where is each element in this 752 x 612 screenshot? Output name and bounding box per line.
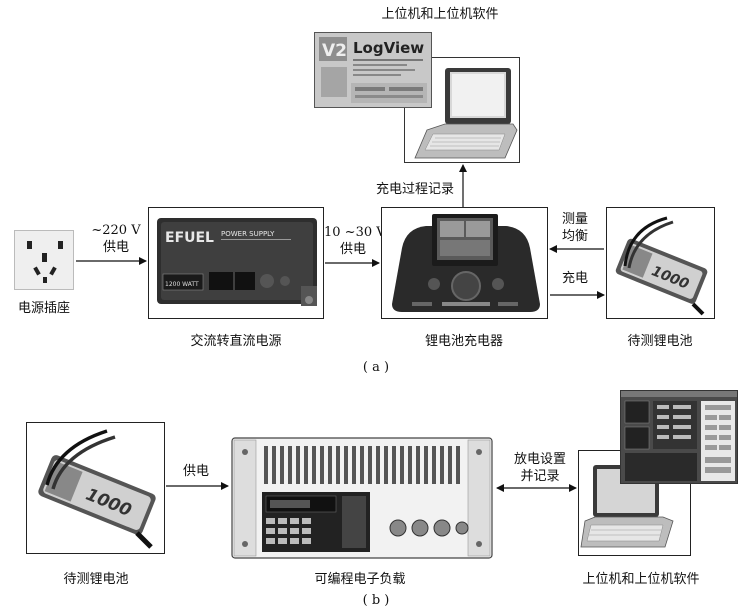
caption-a: ( a ) <box>362 360 390 375</box>
battery-box-b: 1000 <box>26 422 165 554</box>
electronic-load-icon <box>231 437 493 559</box>
battery-image-b: 1000 <box>38 429 156 549</box>
logview-title-text: LogView <box>353 39 424 57</box>
psu-image: EFUEL POWER SUPPLY 1200 WATT <box>157 218 317 306</box>
psu-label: 交流转直流电源 <box>190 334 282 349</box>
pc-software-caption-top: 上位机和上位机软件 <box>381 7 499 22</box>
power-socket-icon <box>27 241 63 283</box>
psu-watt-text: 1200 WATT <box>165 281 199 288</box>
socket-image <box>14 230 74 290</box>
battery-label-a: 待测锂电池 <box>627 334 693 349</box>
psu-box: EFUEL POWER SUPPLY 1200 WATT <box>148 207 324 319</box>
electronic-load-image <box>230 436 494 560</box>
caption-b: ( b ) <box>362 593 390 608</box>
charge-label: 充电 <box>561 271 588 286</box>
pc-label-b: 上位机和上位机软件 <box>582 572 700 587</box>
battery-image-a: 1000 <box>615 216 708 316</box>
load-label: 可编程电子负载 <box>314 572 406 587</box>
battery-label-b: 待测锂电池 <box>63 572 129 587</box>
charge-record-label: 充电过程记录 <box>375 182 454 197</box>
psu-subtitle-text: POWER SUPPLY <box>221 230 275 238</box>
supply-label-b: 供电 <box>182 464 209 479</box>
charger-box <box>381 207 548 319</box>
dc-voltage-label: 10 ~30 V <box>324 225 386 240</box>
monitor-software-screenshot <box>620 390 738 484</box>
pc-box-a <box>404 57 520 163</box>
measure-label: 测量 <box>561 212 588 227</box>
balance-label: 均衡 <box>561 229 588 244</box>
monitor-software-image <box>621 391 737 481</box>
psu-brand-text: EFUEL <box>165 230 214 246</box>
charger-image <box>392 214 540 312</box>
ac-supply-label: 供电 <box>102 240 129 255</box>
laptop-image-b <box>580 465 674 548</box>
discharge-setting-label: 放电设置 <box>513 452 566 467</box>
socket-label: 电源插座 <box>17 301 70 316</box>
ac-220v-label: ~220 V <box>91 223 141 238</box>
battery-box-a: 1000 <box>606 207 715 319</box>
dc-supply-label: 供电 <box>339 242 366 257</box>
and-record-label: 并记录 <box>520 469 560 484</box>
charger-label: 锂电池充电器 <box>424 334 503 349</box>
pc-box-b <box>578 450 691 556</box>
logview-version-text: V2 <box>322 41 347 61</box>
logview-image: V2 LogView <box>315 33 431 107</box>
laptop-image <box>414 68 518 159</box>
logview-screenshot: V2 LogView <box>314 32 432 108</box>
